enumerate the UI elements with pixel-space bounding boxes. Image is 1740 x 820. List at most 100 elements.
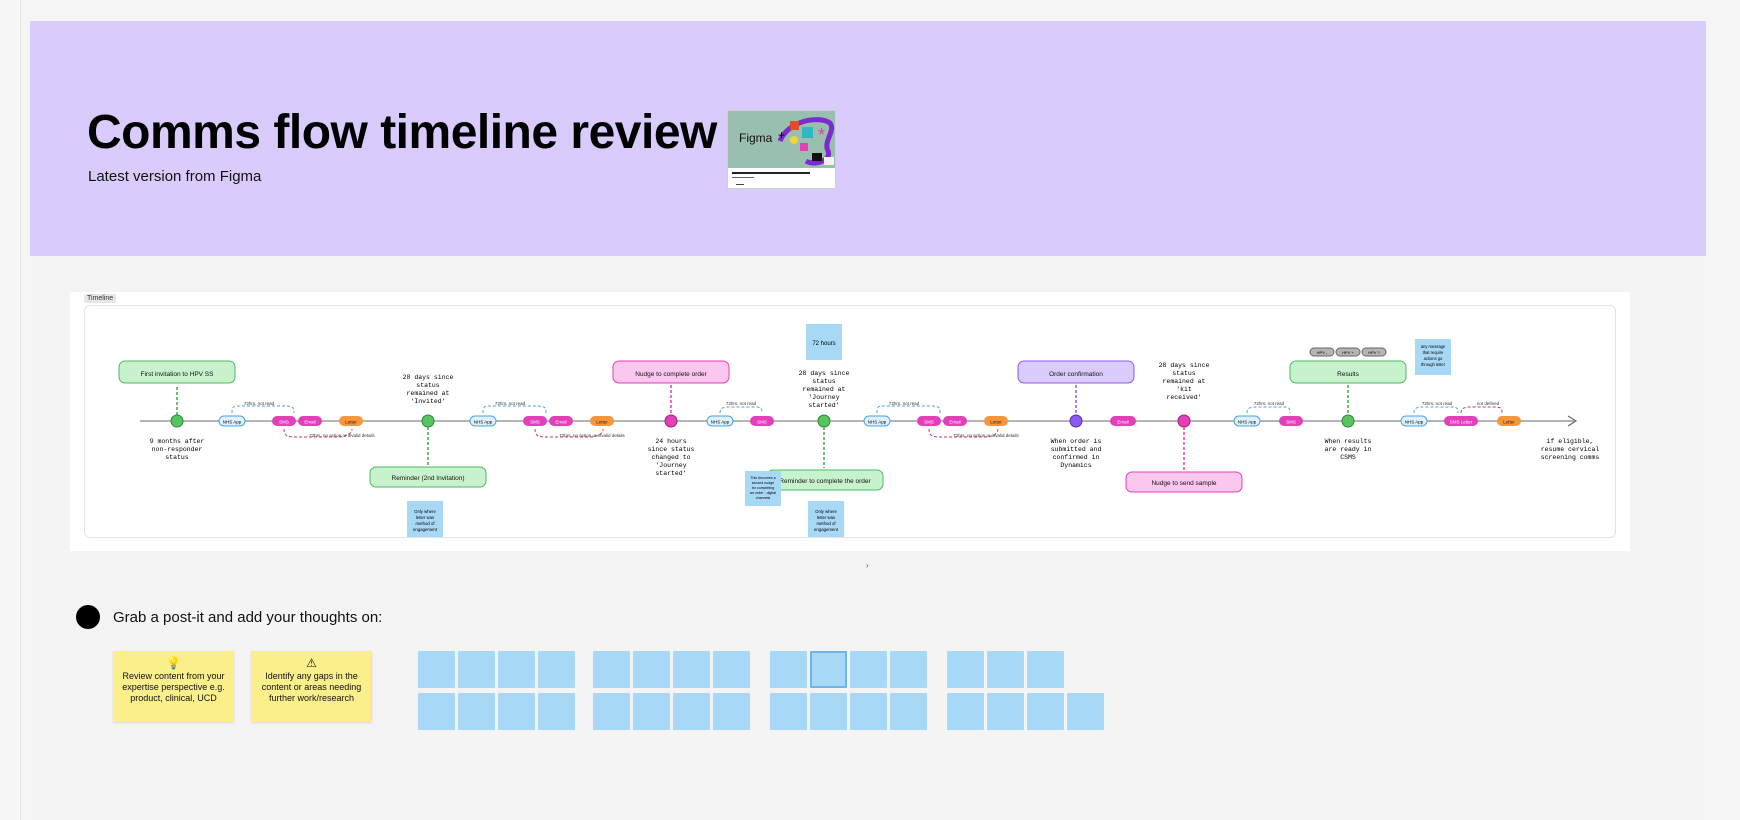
email-chip[interactable] [298, 416, 322, 426]
blank-sticky-note[interactable] [418, 651, 455, 688]
prompt-sticky-note[interactable]: 💡 Review content from your expertise per… [113, 651, 234, 722]
milestone-dot[interactable] [817, 414, 831, 428]
email-chip[interactable] [549, 416, 573, 426]
letter-chip[interactable] [339, 416, 363, 426]
chip-label: NHS App [868, 420, 887, 425]
blank-sticky-note[interactable] [458, 693, 495, 730]
nhs-app-chip[interactable] [1400, 415, 1428, 427]
chip-label: SMS [757, 420, 767, 425]
blank-sticky-note[interactable] [987, 693, 1024, 730]
annotation-text: 72hrs, not read [726, 401, 757, 406]
hpv-chip[interactable] [1309, 347, 1335, 357]
sms-chip[interactable] [1279, 416, 1303, 426]
milestone-dot[interactable] [1069, 414, 1083, 428]
blue-note[interactable] [806, 324, 842, 360]
milestone-card[interactable] [612, 360, 730, 384]
nhs-app-chip[interactable] [218, 415, 246, 427]
nhs-app-chip[interactable] [469, 415, 497, 427]
figma-link-thumbnail[interactable]: Figma + * [727, 110, 836, 189]
chip-label: Email [304, 420, 315, 425]
sms-chip[interactable] [272, 416, 296, 426]
thumbnail-line [732, 172, 810, 174]
flow-arrow [482, 405, 547, 414]
chip-label: Email [1117, 420, 1128, 425]
sms-chip[interactable] [750, 416, 774, 426]
blank-sticky-note[interactable] [947, 651, 984, 688]
milestone-dot[interactable] [1177, 414, 1191, 428]
blue-note[interactable] [407, 501, 443, 537]
milestone-dot[interactable] [1341, 414, 1355, 428]
annotation-text: 72hrs, no action or invalid details [309, 433, 375, 438]
milestone-dot[interactable] [664, 414, 678, 428]
flow-arrow [719, 406, 763, 414]
blank-sticky-note[interactable] [593, 693, 630, 730]
blank-sticky-note[interactable] [770, 651, 807, 688]
sms-letter-chip[interactable] [1444, 416, 1478, 426]
arrow-head-icon [1567, 415, 1578, 427]
blank-sticky-note[interactable] [538, 693, 575, 730]
chip-label: SMS [530, 420, 540, 425]
blank-sticky-note[interactable] [673, 651, 710, 688]
milestone-card[interactable] [118, 360, 236, 384]
flow-arrow [231, 405, 295, 414]
blank-sticky-note[interactable] [1027, 651, 1064, 688]
blank-sticky-note[interactable] [850, 693, 887, 730]
annotation-text: 72hrs, not read [1254, 401, 1285, 406]
milestone-card[interactable] [1125, 471, 1243, 493]
letter-chip[interactable] [1497, 416, 1521, 426]
blank-sticky-note[interactable] [633, 693, 670, 730]
blue-note[interactable] [808, 501, 844, 537]
milestone-card[interactable] [369, 466, 487, 488]
prompt-sticky-note[interactable]: ⚠ Identify any gaps in the content or ar… [251, 651, 372, 722]
email-chip[interactable] [1110, 416, 1136, 426]
milestone-card[interactable] [1289, 360, 1407, 384]
blank-sticky-note[interactable] [890, 651, 927, 688]
chip-label: SMS Letter [1450, 420, 1473, 425]
blank-sticky-note[interactable] [593, 651, 630, 688]
nhs-app-chip[interactable] [1233, 415, 1261, 427]
blank-sticky-note[interactable] [1067, 693, 1104, 730]
blank-sticky-note[interactable] [498, 693, 535, 730]
blank-sticky-note[interactable] [987, 651, 1024, 688]
blank-sticky-note[interactable] [770, 693, 807, 730]
chip-label: HPV ? [1368, 350, 1380, 355]
email-chip[interactable] [943, 416, 967, 426]
blank-sticky-note[interactable] [458, 651, 495, 688]
blank-sticky-note[interactable] [418, 693, 455, 730]
nhs-app-chip[interactable] [863, 415, 891, 427]
blank-sticky-note-selected[interactable] [810, 651, 847, 688]
blank-sticky-note[interactable] [498, 651, 535, 688]
thumbnail-figma-label: Figma [739, 131, 773, 145]
sms-chip[interactable] [523, 416, 547, 426]
blank-sticky-note[interactable] [850, 651, 887, 688]
hpv-chip[interactable] [1361, 347, 1387, 357]
blank-sticky-note[interactable] [713, 693, 750, 730]
blank-sticky-note[interactable] [1027, 693, 1064, 730]
sms-chip[interactable] [917, 416, 941, 426]
letter-chip[interactable] [590, 416, 614, 426]
blank-sticky-note[interactable] [538, 651, 575, 688]
frame-label[interactable]: Timeline [84, 294, 117, 303]
prompt-text: Identify any gaps in the content or area… [261, 671, 362, 703]
blank-sticky-note[interactable] [713, 651, 750, 688]
milestone-dot[interactable] [421, 414, 435, 428]
blank-sticky-note[interactable] [810, 693, 847, 730]
blank-sticky-note[interactable] [890, 693, 927, 730]
letter-chip[interactable] [984, 416, 1008, 426]
milestone-dot[interactable] [170, 414, 184, 428]
flow-arrow [928, 428, 999, 438]
nhs-app-chip[interactable] [706, 415, 734, 427]
chip-label: SMS [1286, 420, 1296, 425]
blue-note[interactable] [1415, 339, 1451, 375]
page-title: Comms flow timeline review [87, 106, 717, 159]
blue-note[interactable] [745, 471, 781, 506]
blank-sticky-note[interactable] [633, 651, 670, 688]
blank-sticky-note[interactable] [947, 693, 984, 730]
hpv-chip[interactable] [1335, 347, 1361, 357]
blank-sticky-note[interactable] [673, 693, 710, 730]
milestone-card[interactable] [1017, 360, 1135, 384]
